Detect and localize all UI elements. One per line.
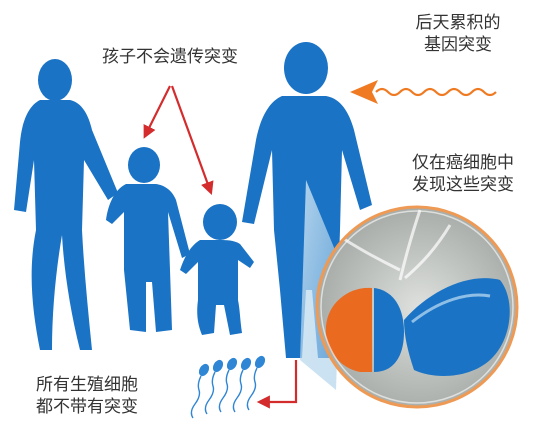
sperm-icon (246, 355, 266, 411)
children-not-inherit-label: 孩子不会遗传突变 (60, 46, 280, 68)
child-toddler-figure (180, 204, 254, 335)
sperm-group (190, 355, 266, 419)
wavy-arrow-icon (350, 80, 497, 104)
sperm-icon (232, 357, 252, 413)
healthy-cell (374, 288, 404, 372)
germline-line2: 都不带有突变 (36, 397, 138, 417)
sperm-icon (204, 359, 224, 415)
cancer-cells-label: 仅在癌细胞中 发现这些突变 (388, 152, 535, 196)
magnifier-lens-icon (315, 205, 519, 409)
germline-arrow (256, 360, 298, 409)
child-boy-figure (106, 147, 190, 332)
germline-label: 所有生殖细胞 都不带有突变 (2, 374, 172, 418)
cancer-cells-line1: 仅在癌细胞中 (412, 153, 514, 173)
healthy-cell-large (404, 278, 510, 376)
cancer-cells-line2: 发现这些突变 (412, 175, 514, 195)
sperm-icon (190, 363, 210, 419)
mother-figure (14, 59, 118, 350)
acquired-mutation-line2: 基因突变 (424, 35, 492, 55)
children-not-inherit-text: 孩子不会遗传突变 (102, 47, 238, 67)
acquired-mutation-line1: 后天累积的 (415, 13, 501, 33)
mutated-cell (325, 287, 372, 372)
acquired-mutation-label: 后天累积的 基因突变 (378, 12, 535, 56)
children-arrows (143, 85, 214, 195)
sperm-icon (218, 357, 238, 413)
germline-line1: 所有生殖细胞 (36, 375, 138, 395)
